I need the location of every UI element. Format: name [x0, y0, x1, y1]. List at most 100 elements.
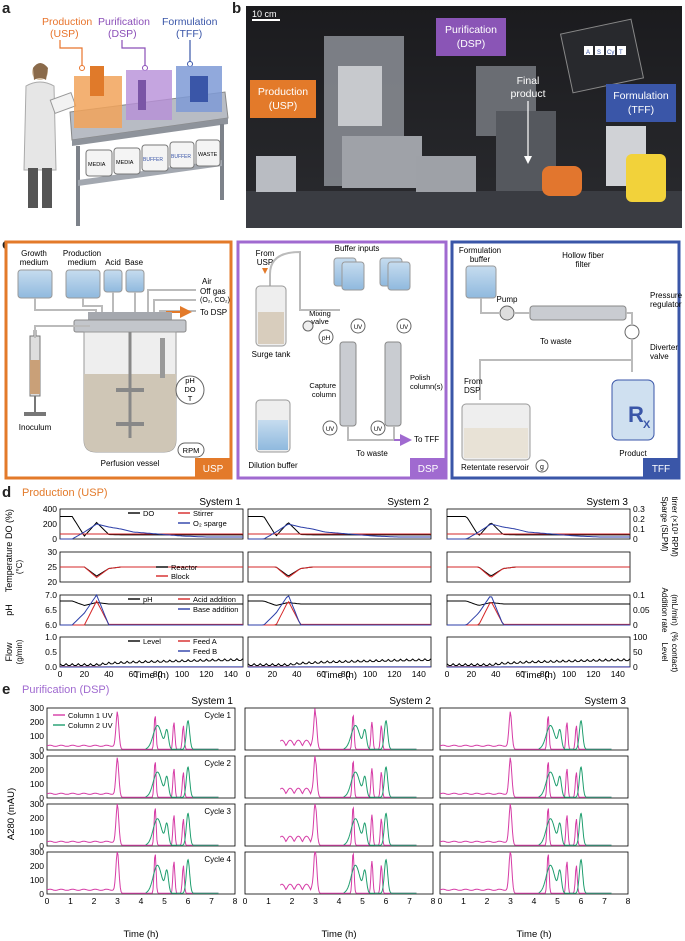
panel-letter-a: a — [2, 0, 11, 17]
c-usp-probe2: DO — [184, 385, 195, 394]
b-formulation-sub: (TFF) — [628, 104, 654, 116]
e-xtick-c2: 4 — [532, 896, 537, 906]
e-panel-r3-c0 — [46, 851, 236, 895]
d-series-r2-c2-0 — [447, 600, 630, 606]
a-carboy-0: MEDIA — [88, 162, 106, 168]
panel-letter-e: e — [2, 681, 11, 698]
d-rlabel-2b: (mL/min) — [670, 594, 679, 626]
d-rtick-r3: 0 — [633, 662, 638, 672]
c-usp-tag: USP — [203, 464, 224, 475]
d-xtick-c2: 140 — [611, 669, 625, 679]
c-usp-vessel: Perfusion vessel — [101, 459, 160, 468]
d-ytick-r3: 0.5 — [45, 647, 57, 657]
e-series-r2-c0-0 — [46, 803, 219, 846]
e-panel-r1-c2 — [439, 755, 629, 799]
d-xtick-c2: 80 — [540, 669, 550, 679]
e-xtick-c1: 5 — [360, 896, 365, 906]
d-system-title-2: System 3 — [586, 497, 628, 508]
c-dsp-uv4: UV — [374, 427, 382, 433]
b-purification-sub: (DSP) — [457, 38, 486, 50]
e-cycle-2: Cycle 3 — [204, 807, 231, 816]
c-tff-diverter2: valve — [650, 352, 669, 361]
d-xtick-c1: 140 — [412, 669, 426, 679]
d-xtick-c1: 40 — [292, 669, 302, 679]
d-series-r2-c0-1 — [60, 599, 243, 626]
c-tff-pressure: Pressure — [650, 291, 683, 300]
d-rlabel-0a: Sparge (SLPM) — [660, 497, 669, 552]
e-xtick-c0: 7 — [209, 896, 214, 906]
c-dsp-polish: Polish — [410, 373, 430, 382]
d-series-r1-c1-1 — [248, 566, 431, 578]
c-dsp-mixing2: valve — [311, 317, 329, 326]
e-xtick-c1: 0 — [243, 896, 248, 906]
d-rlabel-2a: Addition rate — [660, 588, 669, 633]
d-series-r2-c2-2 — [447, 596, 630, 626]
d-legend-r0-2: O₂ sparge — [193, 519, 227, 528]
c-dsp-buffer: Buffer inputs — [335, 244, 380, 253]
d-series-r3-c1-0 — [247, 658, 432, 667]
panel-a-illustration: Production (USP) Purification (DSP) Form… — [23, 16, 229, 226]
e-ytick-r2: 200 — [30, 813, 44, 823]
c-dsp-totff: To TFF — [414, 435, 439, 444]
d-xtick-c1: 20 — [268, 669, 278, 679]
c-dsp-tag: DSP — [418, 464, 439, 475]
e-panel-r0-c1 — [244, 707, 434, 751]
e-xtick-c1: 8 — [431, 896, 436, 906]
c-dsp-capture2: column — [312, 390, 336, 399]
c-usp-todsp: To DSP — [200, 308, 227, 317]
d-xtick-c0: 80 — [153, 669, 163, 679]
c-tff-formulation2: buffer — [470, 255, 491, 264]
e-panel-r2-c2 — [439, 803, 629, 847]
d-system-title-1: System 2 — [387, 497, 429, 508]
c-usp-probe3: T — [188, 394, 193, 403]
e-series-r3-c0-0 — [46, 851, 219, 894]
d-xtick-c0: 20 — [80, 669, 90, 679]
c-usp-growth2: medium — [20, 258, 49, 267]
d-ylabel-3: Flow — [4, 642, 14, 662]
d-legend-r2-2: Base addition — [193, 605, 238, 614]
c-dsp-uv2: UV — [400, 325, 408, 331]
d-rlabel-0b: Stirrer (×10³ RPM) — [670, 497, 679, 557]
d-series-r0-c1-0 — [248, 516, 431, 537]
c-dsp-capture: Capture — [309, 381, 336, 390]
e-series-r0-c1-1 — [343, 719, 417, 750]
d-series-r0-c2-2 — [447, 523, 630, 540]
d-system-title-0: System 1 — [199, 497, 241, 508]
scientist-figure — [23, 63, 77, 208]
c-tff-pressure2: regulator — [650, 300, 682, 309]
e-panel-r0-c2 — [439, 707, 629, 751]
e-xtick-c1: 2 — [290, 896, 295, 906]
b-production-label: Production — [258, 86, 308, 98]
c-dsp-dilution: Dilution buffer — [248, 461, 298, 470]
d-title: Production (USP) — [22, 487, 108, 499]
e-xtick-c2: 6 — [579, 896, 584, 906]
svg-text:Cy: Cy — [607, 50, 614, 56]
a-formulation-label: Formulation — [162, 16, 218, 28]
d-xtick-c1: 120 — [387, 669, 401, 679]
a-dsp-module — [126, 70, 172, 120]
e-system-title-0: System 1 — [191, 696, 233, 707]
c-tff-from: From — [464, 377, 483, 386]
d-rtick-r2: 0.1 — [633, 590, 645, 600]
a-production-sub: (USP) — [50, 28, 79, 40]
d-rlabel-3a: Level — [660, 642, 669, 661]
c-tff-scale: g — [540, 464, 544, 471]
c-usp-acid: Acid — [105, 258, 121, 267]
e-xtick-c1: 3 — [313, 896, 318, 906]
c-tff-from2: DSP — [464, 386, 480, 395]
c-tff-retentate: Retentate reservoir — [461, 463, 529, 472]
d-series-r0-c1-2 — [248, 523, 431, 540]
d-legend-r3-1: Feed A — [193, 637, 217, 646]
d-panel-r3-c0 — [59, 636, 244, 668]
c-dsp-waste: To waste — [356, 449, 388, 458]
c-usp-air: Air — [202, 277, 212, 286]
d-rtick-r0: 0.2 — [633, 514, 645, 524]
c-dsp-mixing: Mixing — [309, 309, 331, 318]
d-panel-r2-c0 — [59, 594, 244, 626]
d-ylabel-1b: (°C) — [15, 560, 24, 575]
d-ytick-r1: 30 — [48, 547, 58, 557]
e-series-r1-c1-1 — [343, 766, 417, 798]
d-panel-r3-c1 — [247, 636, 432, 668]
d-series-r2-c1-0 — [248, 600, 431, 606]
